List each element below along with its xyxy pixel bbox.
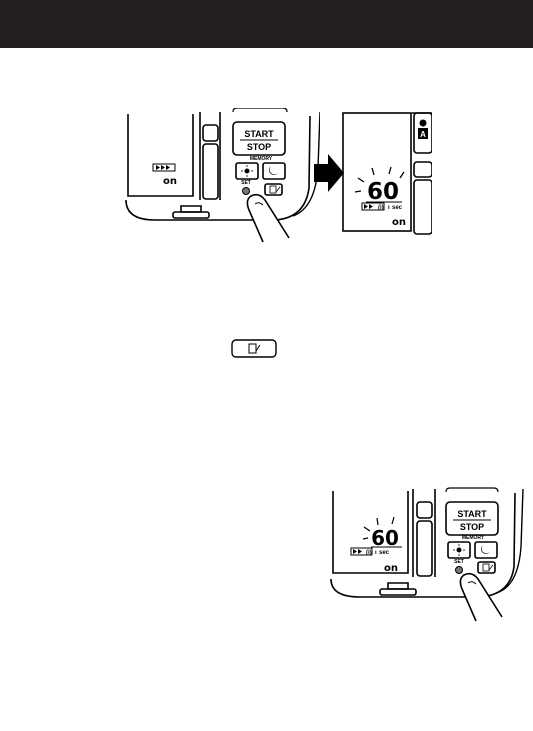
sun-icon-2	[453, 544, 465, 556]
set-label: SET	[241, 180, 251, 186]
device-illustration-1: on START STOP MEMORY SET	[125, 108, 320, 243]
user-a-icon: A	[418, 120, 428, 140]
status-text-3: on	[384, 563, 398, 574]
svg-text:ı: ı	[388, 205, 390, 211]
memo-key-icon	[231, 339, 277, 358]
start-label-2: START	[457, 509, 487, 519]
moon-icon-2	[481, 545, 490, 554]
set-button-2	[456, 567, 463, 574]
user-label: A	[420, 130, 426, 139]
memo-icon-2	[483, 564, 493, 571]
sun-icon	[241, 165, 253, 177]
memory-label-2: MEMORY	[462, 535, 485, 541]
stop-label-2: STOP	[460, 522, 484, 532]
display-unit: sec	[392, 205, 403, 211]
moon-icon	[269, 166, 278, 175]
display-value-2: 60	[371, 526, 399, 550]
header-bar	[0, 0, 533, 48]
stop-label: STOP	[247, 142, 271, 152]
status-text: on	[163, 176, 177, 187]
set-button	[243, 188, 250, 195]
display-value: 60	[367, 179, 399, 205]
memo-icon	[270, 186, 280, 193]
status-text-2: on	[392, 217, 406, 228]
svg-text:(i): (i)	[378, 205, 384, 211]
device-illustration-2: 60 (i) ı sec on START STOP MEMORY SET	[330, 487, 525, 622]
display-closeup: A 60 (i) ı sec on	[340, 110, 432, 235]
svg-text:(i): (i)	[366, 550, 372, 556]
finger-hand-2	[460, 574, 502, 621]
memory-label: MEMORY	[250, 156, 273, 162]
display-unit-2: sec	[379, 550, 390, 556]
svg-text:ı: ı	[375, 550, 377, 556]
start-label: START	[244, 129, 274, 139]
set-label-2: SET	[454, 559, 464, 565]
